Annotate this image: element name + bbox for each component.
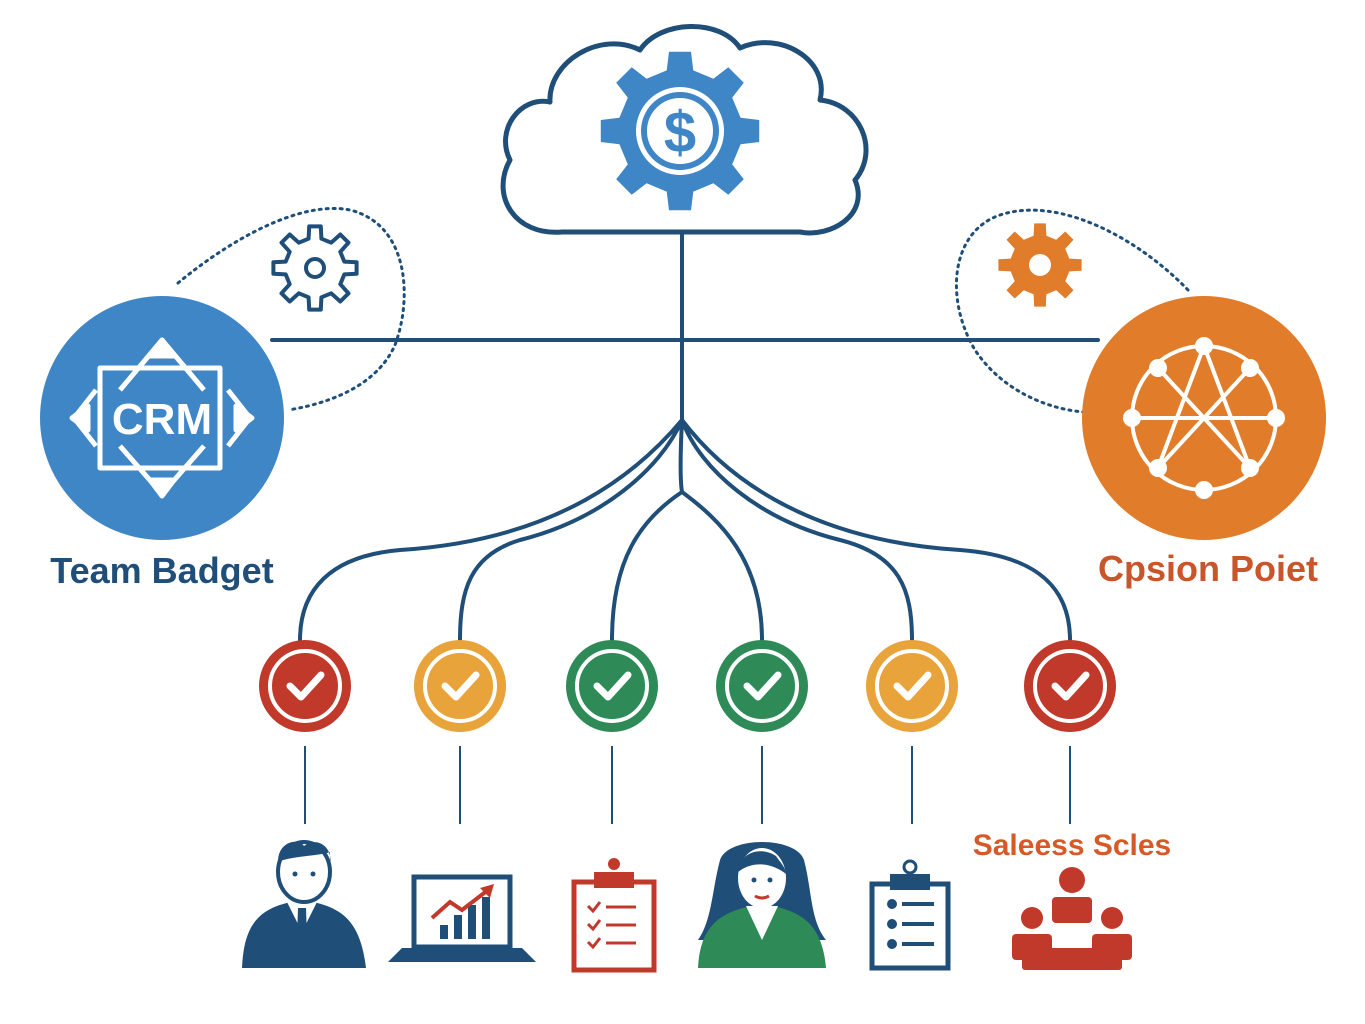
left-node: CRM Team Badget [40, 224, 359, 591]
checkpoint-badge [1024, 640, 1116, 732]
check-icon [743, 671, 782, 701]
laptop-chart-icon [388, 874, 536, 962]
checkpoint-ring [725, 649, 799, 723]
gear-filled-icon [998, 223, 1082, 307]
crm-emblem-text: CRM [112, 395, 212, 444]
clipboard-list-icon [869, 859, 951, 971]
checkpoint-6 [1024, 640, 1116, 824]
checkpoint-ring [423, 649, 497, 723]
check-icon [593, 671, 632, 701]
checkpoint-ring [268, 649, 342, 723]
branch-3 [610, 418, 685, 642]
checkpoint-5 [866, 640, 958, 824]
check-icon [441, 671, 480, 701]
checkpoint-badge [866, 640, 958, 732]
cloud-hub: $ [500, 24, 869, 236]
checkpoint-badge [414, 640, 506, 732]
checkpoint-1 [259, 640, 351, 824]
checkpoint-4 [716, 640, 808, 824]
businessman-icon [242, 840, 366, 968]
branch-1 [298, 418, 684, 642]
check-icon [286, 671, 325, 701]
network-nodes [1123, 337, 1285, 499]
check-icon [893, 671, 932, 701]
dollar-ring [641, 92, 719, 170]
checkpoint-row [259, 640, 1116, 824]
crm-circle [40, 296, 284, 540]
branch-5 [680, 418, 914, 642]
branch-2 [458, 418, 684, 642]
dotted-arcs [176, 207, 1190, 414]
people-label-6: Saleess Scles [973, 829, 1172, 862]
right-dotted-arc [955, 208, 1190, 414]
checkpoint-ring [575, 649, 649, 723]
right-node: Cpsion Poiet [998, 223, 1326, 589]
branch-6 [680, 418, 1072, 642]
right-node-label: Cpsion Poiet [1098, 548, 1318, 589]
checkpoint-3 [566, 640, 658, 824]
bottom-icons: Saleess Scles [242, 829, 1172, 973]
checkpoint-badge [716, 640, 808, 732]
checkpoint-badge [566, 640, 658, 732]
team-meeting-icon [1012, 867, 1132, 970]
crm-icon [69, 337, 255, 499]
checkpoint-2 [414, 640, 506, 824]
check-icon [1051, 671, 1090, 701]
businesswoman-icon [698, 842, 826, 968]
left-dotted-arc [176, 207, 406, 412]
checkpoint-badge [259, 640, 351, 732]
left-node-label: Team Badget [50, 550, 273, 591]
gear-outline-icon [271, 224, 359, 312]
checkpoint-ring [875, 649, 949, 723]
branch-4 [680, 490, 764, 642]
dollar-symbol: $ [664, 100, 696, 165]
checkpoint-ring [1033, 649, 1107, 723]
connector-lines [270, 230, 1100, 642]
clipboard-checklist-icon [571, 858, 657, 973]
